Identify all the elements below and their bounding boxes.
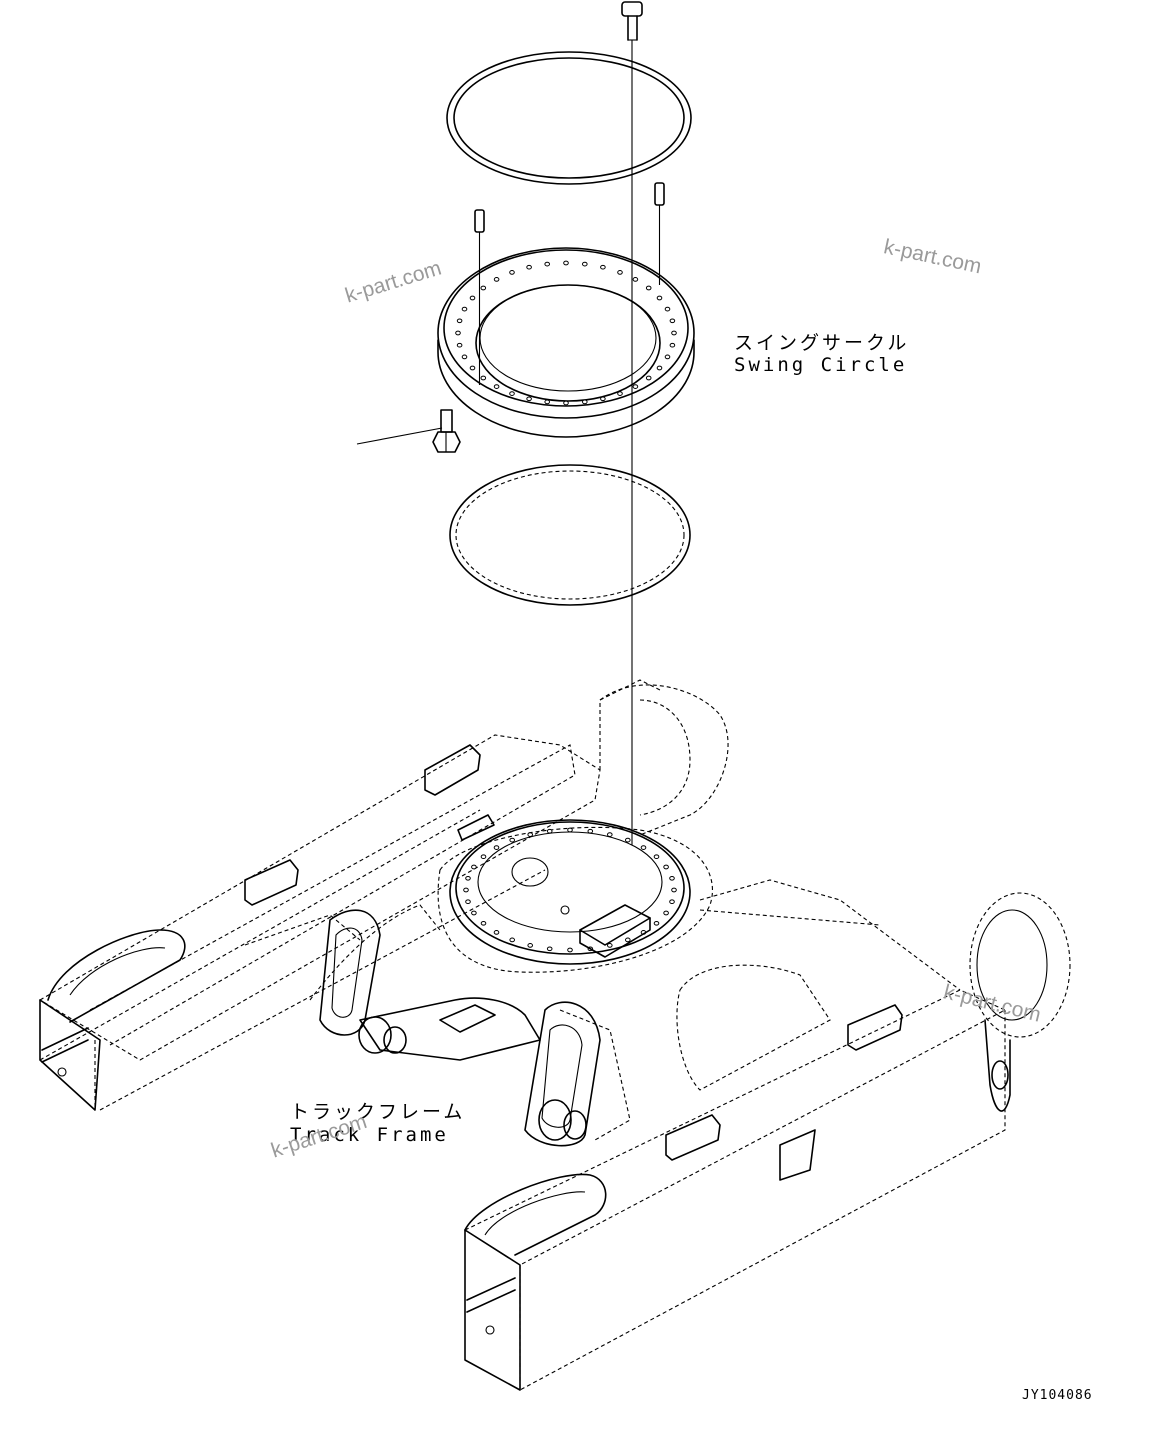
bolt-hole bbox=[469, 365, 476, 371]
bolt-hole bbox=[671, 330, 677, 336]
bolt-hole bbox=[669, 318, 676, 324]
bolt-hole bbox=[663, 910, 669, 916]
bolt-hole bbox=[625, 937, 631, 943]
bolt-hole bbox=[663, 864, 669, 870]
bolt-hole bbox=[567, 947, 573, 953]
bolt-hole bbox=[461, 306, 468, 312]
bolt-hole bbox=[509, 837, 516, 843]
track-frame-label-jp: トラックフレーム bbox=[290, 1101, 466, 1123]
bolt-hole bbox=[456, 318, 463, 324]
dowel-pin-right-icon bbox=[654, 182, 665, 285]
bolt-hole bbox=[582, 261, 588, 267]
bolt-hole bbox=[617, 391, 623, 396]
bolt-hole bbox=[480, 920, 487, 926]
bolt-hole bbox=[582, 399, 588, 405]
bolt-hole bbox=[546, 946, 553, 952]
track-frame bbox=[38, 679, 1071, 1391]
bolt-hole bbox=[465, 899, 471, 905]
bolt-hole bbox=[669, 875, 675, 881]
bolt-hole bbox=[456, 342, 463, 348]
bolt-hole bbox=[480, 854, 487, 860]
top-bolt-icon bbox=[621, 1, 643, 41]
bolt-hole bbox=[587, 828, 594, 834]
bolt-hole bbox=[480, 375, 487, 381]
bolt-hole bbox=[600, 396, 606, 402]
bolt-hole bbox=[455, 330, 461, 336]
bolt-hole bbox=[653, 920, 660, 926]
bolt-hole bbox=[493, 384, 500, 389]
bolt-hole bbox=[632, 384, 639, 389]
bolt-hole bbox=[469, 295, 476, 301]
lower-seal-ring bbox=[449, 464, 691, 606]
bolt-hole bbox=[625, 837, 631, 843]
bolt-hole bbox=[527, 832, 534, 837]
bolt-hole bbox=[471, 910, 477, 916]
bolt-hole bbox=[653, 854, 660, 860]
swing-circle-label-en: Swing Circle bbox=[734, 354, 908, 376]
bolt-hole bbox=[509, 391, 515, 396]
bolt-hole bbox=[527, 943, 534, 948]
bolt-hole bbox=[664, 354, 671, 360]
bolt-hole bbox=[563, 260, 569, 266]
bolt-hole bbox=[563, 400, 569, 406]
bolt-hole bbox=[600, 264, 606, 270]
bolt-hole bbox=[493, 845, 500, 850]
bolt-hole bbox=[664, 306, 671, 312]
swing-circle-label-jp: スイングサークル bbox=[734, 332, 910, 354]
bolt-hole bbox=[526, 264, 532, 270]
bolt-hole bbox=[493, 277, 500, 282]
bolt-hole bbox=[645, 375, 652, 381]
bolt-hole bbox=[607, 832, 613, 837]
bolt-hole bbox=[461, 354, 468, 360]
bolt-hole bbox=[632, 277, 639, 282]
bolt-hole bbox=[480, 285, 487, 291]
bolt-hole bbox=[656, 295, 663, 301]
bolt-hole bbox=[617, 270, 623, 275]
bolt-hole bbox=[544, 399, 551, 405]
swing-circle-bearing bbox=[437, 247, 695, 438]
bolt-hole bbox=[526, 396, 532, 402]
drawing-code: JY104086 bbox=[1022, 1388, 1093, 1403]
bolt-hole bbox=[471, 864, 477, 870]
bolt-hole bbox=[669, 342, 676, 348]
bolt-hole bbox=[567, 827, 573, 833]
bolt-hole bbox=[493, 930, 500, 935]
bolt-hole bbox=[544, 261, 551, 267]
bolt-hole bbox=[463, 887, 469, 893]
bolt-hole bbox=[669, 899, 675, 905]
bolt-hole bbox=[546, 828, 553, 834]
track-frame-label-en: Track Frame bbox=[290, 1124, 449, 1146]
bolt-hole bbox=[607, 943, 613, 948]
bolt-hole bbox=[671, 887, 677, 893]
bolt-hole bbox=[509, 270, 515, 275]
mounting-bolt-icon bbox=[356, 409, 461, 453]
upper-seal-ring bbox=[446, 51, 692, 185]
bolt-hole bbox=[656, 365, 663, 371]
bolt-hole bbox=[645, 285, 652, 291]
bolt-hole bbox=[509, 937, 516, 943]
bolt-hole bbox=[640, 845, 647, 850]
bolt-hole bbox=[465, 875, 471, 881]
